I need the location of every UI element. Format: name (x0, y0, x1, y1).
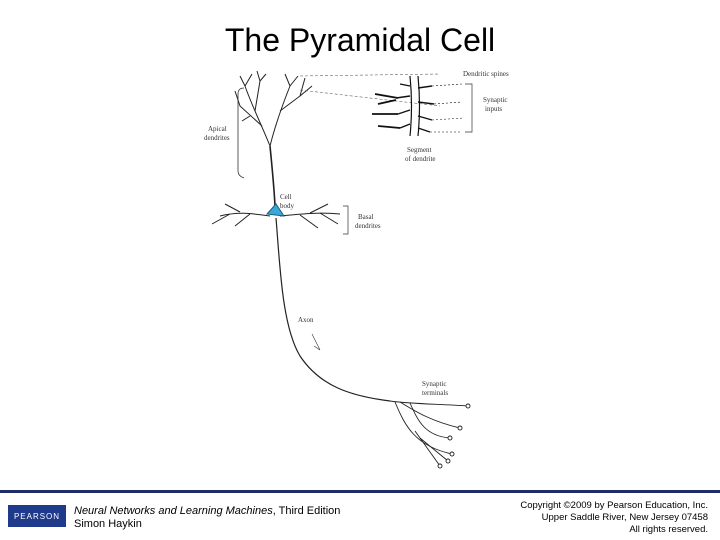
book-edition: , Third Edition (272, 505, 341, 517)
pyramidal-cell-diagram: Dendritic spines Synaptic inputs Apical … (204, 70, 509, 469)
slide-title: The Pyramidal Cell (224, 22, 496, 58)
synaptic-inputs-bracket (465, 83, 473, 133)
apical-dendrites (234, 70, 313, 207)
copyright-line-3: All rights reserved. (629, 524, 708, 535)
book-author: Simon Haykin (74, 518, 142, 530)
label-synaptic-inputs-2: inputs (485, 105, 502, 113)
label-apical-2: dendrites (204, 134, 230, 142)
label-cell-body-2: body (280, 202, 295, 210)
pyramidal-cell-figure: Dendritic spines Synaptic inputs Apical … (200, 66, 520, 484)
label-dendritic-spines: Dendritic spines (463, 70, 509, 78)
dendrite-segment-magnified (372, 75, 465, 137)
label-segment-2: of dendrite (405, 155, 436, 163)
label-apical-1: Apical (208, 125, 227, 133)
synaptic-terminals (389, 400, 469, 467)
label-segment-1: Segment (407, 146, 432, 154)
label-synaptic-inputs-1: Synaptic (483, 96, 508, 104)
copyright-line-2: Upper Saddle River, New Jersey 07458 (541, 512, 708, 523)
terminal-boutons (437, 403, 471, 469)
label-basal-2: dendrites (355, 222, 381, 230)
basal-bracket (343, 205, 349, 235)
axon-arrow (311, 333, 321, 351)
book-title: Neural Networks and Learning Machines (74, 505, 273, 517)
apical-bracket (237, 87, 245, 179)
pearson-logo: PEARSON (8, 505, 66, 527)
cell-body-soma (265, 203, 286, 217)
zoom-lines (299, 73, 441, 107)
copyright-line-1: Copyright ©2009 by Pearson Education, In… (520, 500, 708, 511)
book-title-line: Neural Networks and Learning Machines, T… (74, 505, 340, 518)
basal-dendrites (211, 203, 341, 229)
label-basal-1: Basal (358, 213, 374, 221)
book-credit: Neural Networks and Learning Machines, T… (74, 505, 340, 531)
label-terminals-1: Synaptic (422, 380, 447, 388)
footer-rule (0, 490, 720, 493)
axon (275, 217, 391, 402)
label-terminals-2: terminals (422, 389, 448, 397)
copyright-notice: Copyright ©2009 by Pearson Education, In… (520, 500, 708, 536)
label-axon: Axon (298, 316, 314, 324)
label-cell-body-1: Cell (280, 193, 292, 201)
